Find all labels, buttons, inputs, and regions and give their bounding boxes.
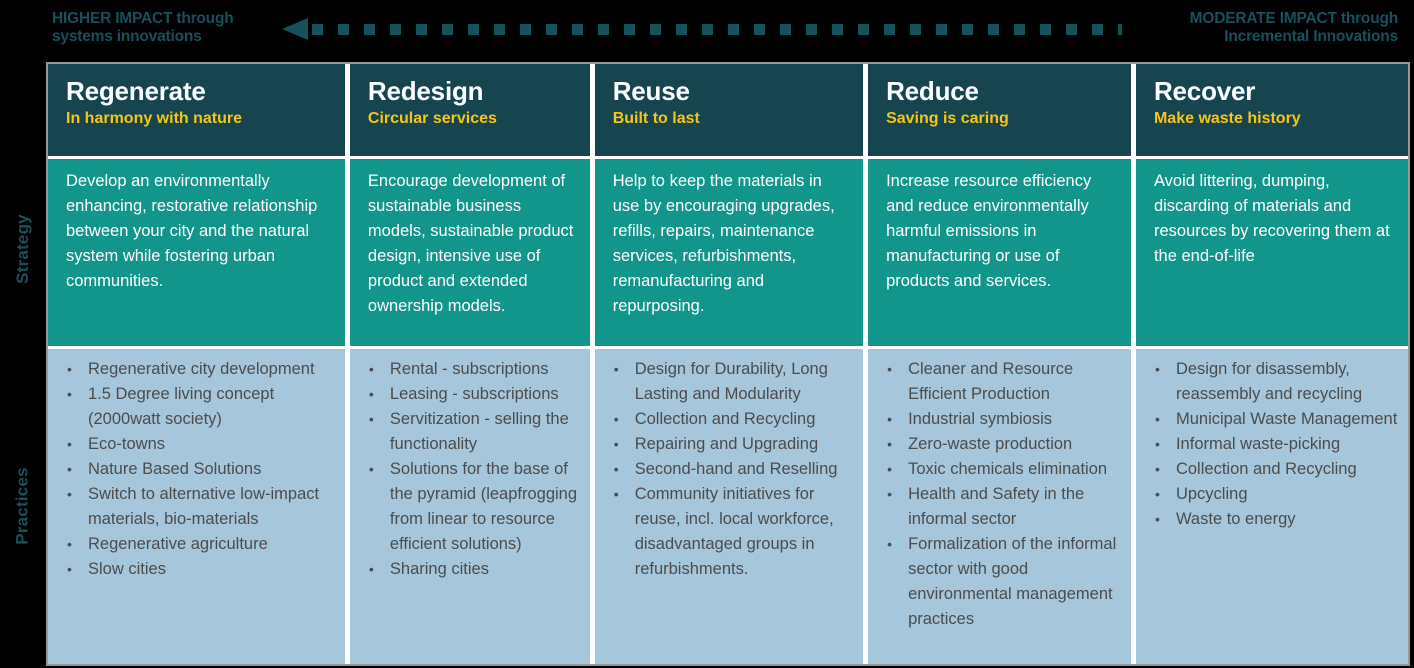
practice-item: Formalization of the informal sector wit… bbox=[887, 532, 1121, 632]
practices-cell-reduce: Cleaner and Resource Efficient Productio… bbox=[868, 346, 1136, 664]
practice-item: Collection and Recycling bbox=[1155, 457, 1398, 482]
practice-item: Rental - subscriptions bbox=[369, 357, 580, 382]
practice-item: Nature Based Solutions bbox=[67, 457, 335, 482]
row-label-practices-text: Practices bbox=[13, 467, 33, 545]
practice-item: Leasing - subscriptions bbox=[369, 382, 580, 407]
strategy-cell-recover: Avoid littering, dumping, discarding of … bbox=[1135, 156, 1408, 346]
strategy-text: Develop an environmentally enhancing, re… bbox=[66, 172, 318, 290]
column-subtitle: Circular services bbox=[367, 110, 497, 127]
matrix-strategy-row: Develop an environmentally enhancing, re… bbox=[48, 156, 1408, 346]
strategy-cell-reuse: Help to keep the materials in use by enc… bbox=[594, 156, 869, 346]
higher-impact-line2: systems innovations bbox=[52, 28, 202, 45]
matrix-table: Regenerate In harmony with nature Redesi… bbox=[46, 62, 1410, 666]
practice-item: Upcycling bbox=[1155, 482, 1398, 507]
column-subtitle: Built to last bbox=[612, 110, 700, 127]
practice-list: Design for disassembly, reassembly and r… bbox=[1144, 357, 1398, 532]
column-header-reduce[interactable]: Reduce Saving is caring bbox=[868, 64, 1136, 156]
column-title: Reduce bbox=[886, 76, 979, 106]
practice-list: Design for Durability, Long Lasting and … bbox=[603, 357, 853, 582]
moderate-impact-label: MODERATE IMPACT through Incremental Inno… bbox=[1136, 10, 1399, 46]
practice-item: Regenerative agriculture bbox=[67, 532, 335, 557]
practice-item: Health and Safety in the informal sector bbox=[887, 482, 1121, 532]
practice-item: Design for disassembly, reassembly and r… bbox=[1155, 357, 1398, 407]
strategy-cell-regenerate: Develop an environmentally enhancing, re… bbox=[48, 156, 350, 346]
practice-item: Waste to energy bbox=[1155, 507, 1398, 532]
practice-item: Slow cities bbox=[67, 557, 335, 582]
practice-list: Rental - subscriptionsLeasing - subscrip… bbox=[358, 357, 580, 582]
practice-item: Informal waste-picking bbox=[1155, 432, 1398, 457]
practice-item: Community initiatives for reuse, incl. l… bbox=[614, 482, 853, 582]
column-header-redesign[interactable]: Redesign Circular services bbox=[349, 64, 595, 156]
matrix-practices-row: Regenerative city development1.5 Degree … bbox=[48, 346, 1408, 664]
column-subtitle: Saving is caring bbox=[886, 110, 1009, 127]
column-subtitle: Make waste history bbox=[1153, 110, 1301, 127]
practice-item: Collection and Recycling bbox=[614, 407, 853, 432]
matrix-header-row: Regenerate In harmony with nature Redesi… bbox=[48, 64, 1408, 156]
impact-gradient-bar: HIGHER IMPACT through systems innovation… bbox=[0, 0, 1414, 56]
moderate-impact-line2: Incremental Innovations bbox=[1224, 28, 1398, 45]
practice-list: Cleaner and Resource Efficient Productio… bbox=[876, 357, 1121, 632]
column-header-reuse[interactable]: Reuse Built to last bbox=[594, 64, 869, 156]
practice-item: Toxic chemicals elimination bbox=[887, 457, 1121, 482]
practice-item: Zero-waste production bbox=[887, 432, 1121, 457]
column-title: Recover bbox=[1153, 76, 1256, 106]
strategy-cell-reduce: Increase resource efficiency and reduce … bbox=[868, 156, 1136, 346]
column-title: Redesign bbox=[367, 76, 484, 106]
practice-item: Sharing cities bbox=[369, 557, 580, 582]
practice-item: Servitization - selling the functionalit… bbox=[369, 407, 580, 457]
column-subtitle: In harmony with nature bbox=[66, 110, 243, 127]
strategy-text: Increase resource efficiency and reduce … bbox=[886, 172, 1092, 290]
strategy-text: Avoid littering, dumping, discarding of … bbox=[1153, 172, 1390, 265]
dashed-line-icon bbox=[312, 24, 1122, 35]
practice-item: Second-hand and Reselling bbox=[614, 457, 853, 482]
row-label-practices: Practices bbox=[0, 346, 46, 666]
practice-item: Municipal Waste Management bbox=[1155, 407, 1398, 432]
practices-cell-reuse: Design for Durability, Long Lasting and … bbox=[594, 346, 869, 664]
practice-item: Eco-towns bbox=[67, 432, 335, 457]
practice-list: Regenerative city development1.5 Degree … bbox=[56, 357, 335, 582]
strategy-cell-redesign: Encourage development of sustainable bus… bbox=[349, 156, 595, 346]
arrow-left-icon bbox=[282, 18, 308, 40]
higher-impact-label: HIGHER IMPACT through systems innovation… bbox=[52, 10, 282, 46]
practice-item: Repairing and Upgrading bbox=[614, 432, 853, 457]
practices-cell-recover: Design for disassembly, reassembly and r… bbox=[1135, 346, 1408, 664]
column-header-recover[interactable]: Recover Make waste history bbox=[1135, 64, 1408, 156]
practice-item: Design for Durability, Long Lasting and … bbox=[614, 357, 853, 407]
practice-item: 1.5 Degree living concept (2000watt soci… bbox=[67, 382, 335, 432]
higher-impact-line1: HIGHER IMPACT through bbox=[52, 10, 234, 27]
strategy-text: Encourage development of sustainable bus… bbox=[367, 172, 574, 315]
row-label-strategy: Strategy bbox=[0, 156, 46, 342]
practice-item: Switch to alternative low-impact materia… bbox=[67, 482, 335, 532]
impact-arrow bbox=[282, 18, 1122, 40]
practice-item: Industrial symbiosis bbox=[887, 407, 1121, 432]
row-label-strategy-text: Strategy bbox=[13, 214, 32, 284]
column-title: Regenerate bbox=[66, 76, 206, 106]
column-header-regenerate[interactable]: Regenerate In harmony with nature bbox=[48, 64, 350, 156]
strategy-text: Help to keep the materials in use by enc… bbox=[612, 172, 835, 315]
practices-cell-regenerate: Regenerative city development1.5 Degree … bbox=[48, 346, 350, 664]
moderate-impact-line1: MODERATE IMPACT through bbox=[1189, 10, 1399, 27]
practice-item: Cleaner and Resource Efficient Productio… bbox=[887, 357, 1121, 407]
practice-item: Solutions for the base of the pyramid (l… bbox=[369, 457, 580, 557]
practice-item: Regenerative city development bbox=[67, 357, 335, 382]
column-title: Reuse bbox=[612, 76, 690, 106]
practices-cell-redesign: Rental - subscriptionsLeasing - subscrip… bbox=[349, 346, 595, 664]
